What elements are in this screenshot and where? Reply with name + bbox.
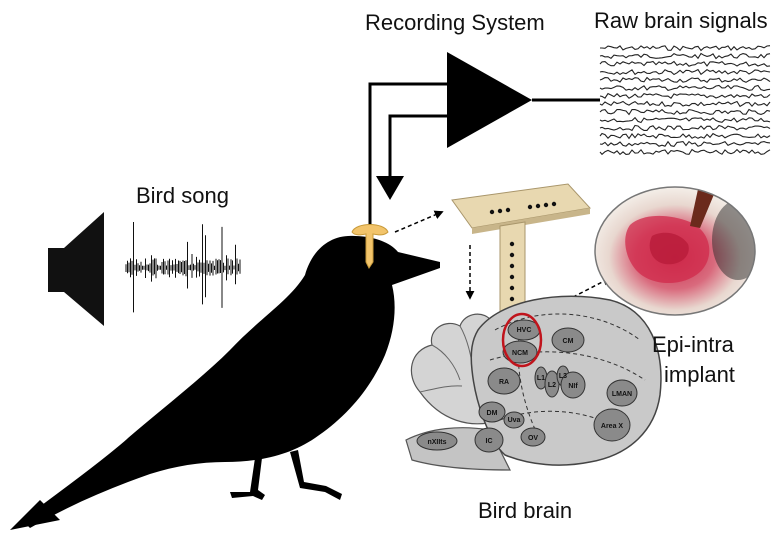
- recording-system-label: Recording System: [365, 12, 545, 34]
- brain-region-label: L3: [559, 373, 567, 380]
- signal-trace: [600, 142, 770, 147]
- signal-trace: [600, 70, 770, 75]
- signal-trace: [600, 94, 770, 99]
- brain-region-label: Area X: [601, 423, 624, 430]
- bird-song-label: Bird song: [136, 185, 229, 207]
- signal-trace: [600, 110, 770, 115]
- brain-region-label: Uva: [508, 417, 521, 424]
- brain-region-label: L2: [548, 382, 556, 389]
- electrode-contact: [506, 208, 510, 212]
- electrode-array: [452, 184, 590, 312]
- signal-trace: [600, 102, 770, 107]
- electrode-contact: [510, 253, 514, 257]
- electrode-contact: [510, 242, 514, 246]
- bird-brain-label: Bird brain: [478, 500, 572, 522]
- signal-trace: [600, 78, 770, 83]
- implant-photo: [595, 180, 764, 315]
- electrode-contact: [510, 264, 514, 268]
- bird-song-waveform: [126, 222, 240, 312]
- brain-region-label: LMAN: [612, 391, 632, 398]
- signal-trace: [600, 134, 770, 139]
- implant-to-electrode-arrow: [395, 212, 442, 232]
- brain-region-label: NIf: [568, 383, 578, 390]
- implant-to-amplifier-wire: [370, 84, 447, 226]
- signal-trace: [600, 126, 770, 131]
- signal-trace: [600, 86, 770, 91]
- electrode-contact: [544, 203, 548, 207]
- brain-region-label: HVC: [517, 327, 532, 334]
- brain-region-label: OV: [528, 435, 538, 442]
- amplifier-triangle: [447, 52, 532, 148]
- amplifier-feedback-wire: [390, 116, 447, 178]
- electrode-contact: [510, 297, 514, 301]
- brain-region-label: CM: [563, 338, 574, 345]
- feedback-arrowhead: [376, 176, 404, 200]
- signal-trace: [600, 54, 770, 59]
- epi-intra-label-line1: Epi-intra: [652, 334, 734, 356]
- signal-trace: [600, 118, 770, 123]
- electrode-contact: [528, 205, 532, 209]
- signal-trace: [600, 150, 770, 155]
- electrode-contact: [510, 286, 514, 290]
- epi-intra-label-line2: implant: [664, 364, 735, 386]
- electrode-contact: [498, 209, 502, 213]
- raw-signal-traces: [600, 46, 770, 155]
- signal-trace: [600, 62, 770, 67]
- brain-region-label: nXIIts: [427, 439, 446, 446]
- speaker-icon: [48, 212, 104, 326]
- raw-signals-label: Raw brain signals: [594, 10, 768, 32]
- electrode-contact: [536, 204, 540, 208]
- brain-region-label: IC: [486, 438, 493, 445]
- brain-region-label: DM: [487, 410, 498, 417]
- electrode-contact: [510, 275, 514, 279]
- brain-region-label: RA: [499, 379, 509, 386]
- signal-trace: [600, 46, 770, 51]
- electrode-contact: [552, 202, 556, 206]
- electrode-contact: [490, 210, 494, 214]
- brain-region-label: L1: [537, 375, 545, 382]
- brain-region-label: NCM: [512, 350, 528, 357]
